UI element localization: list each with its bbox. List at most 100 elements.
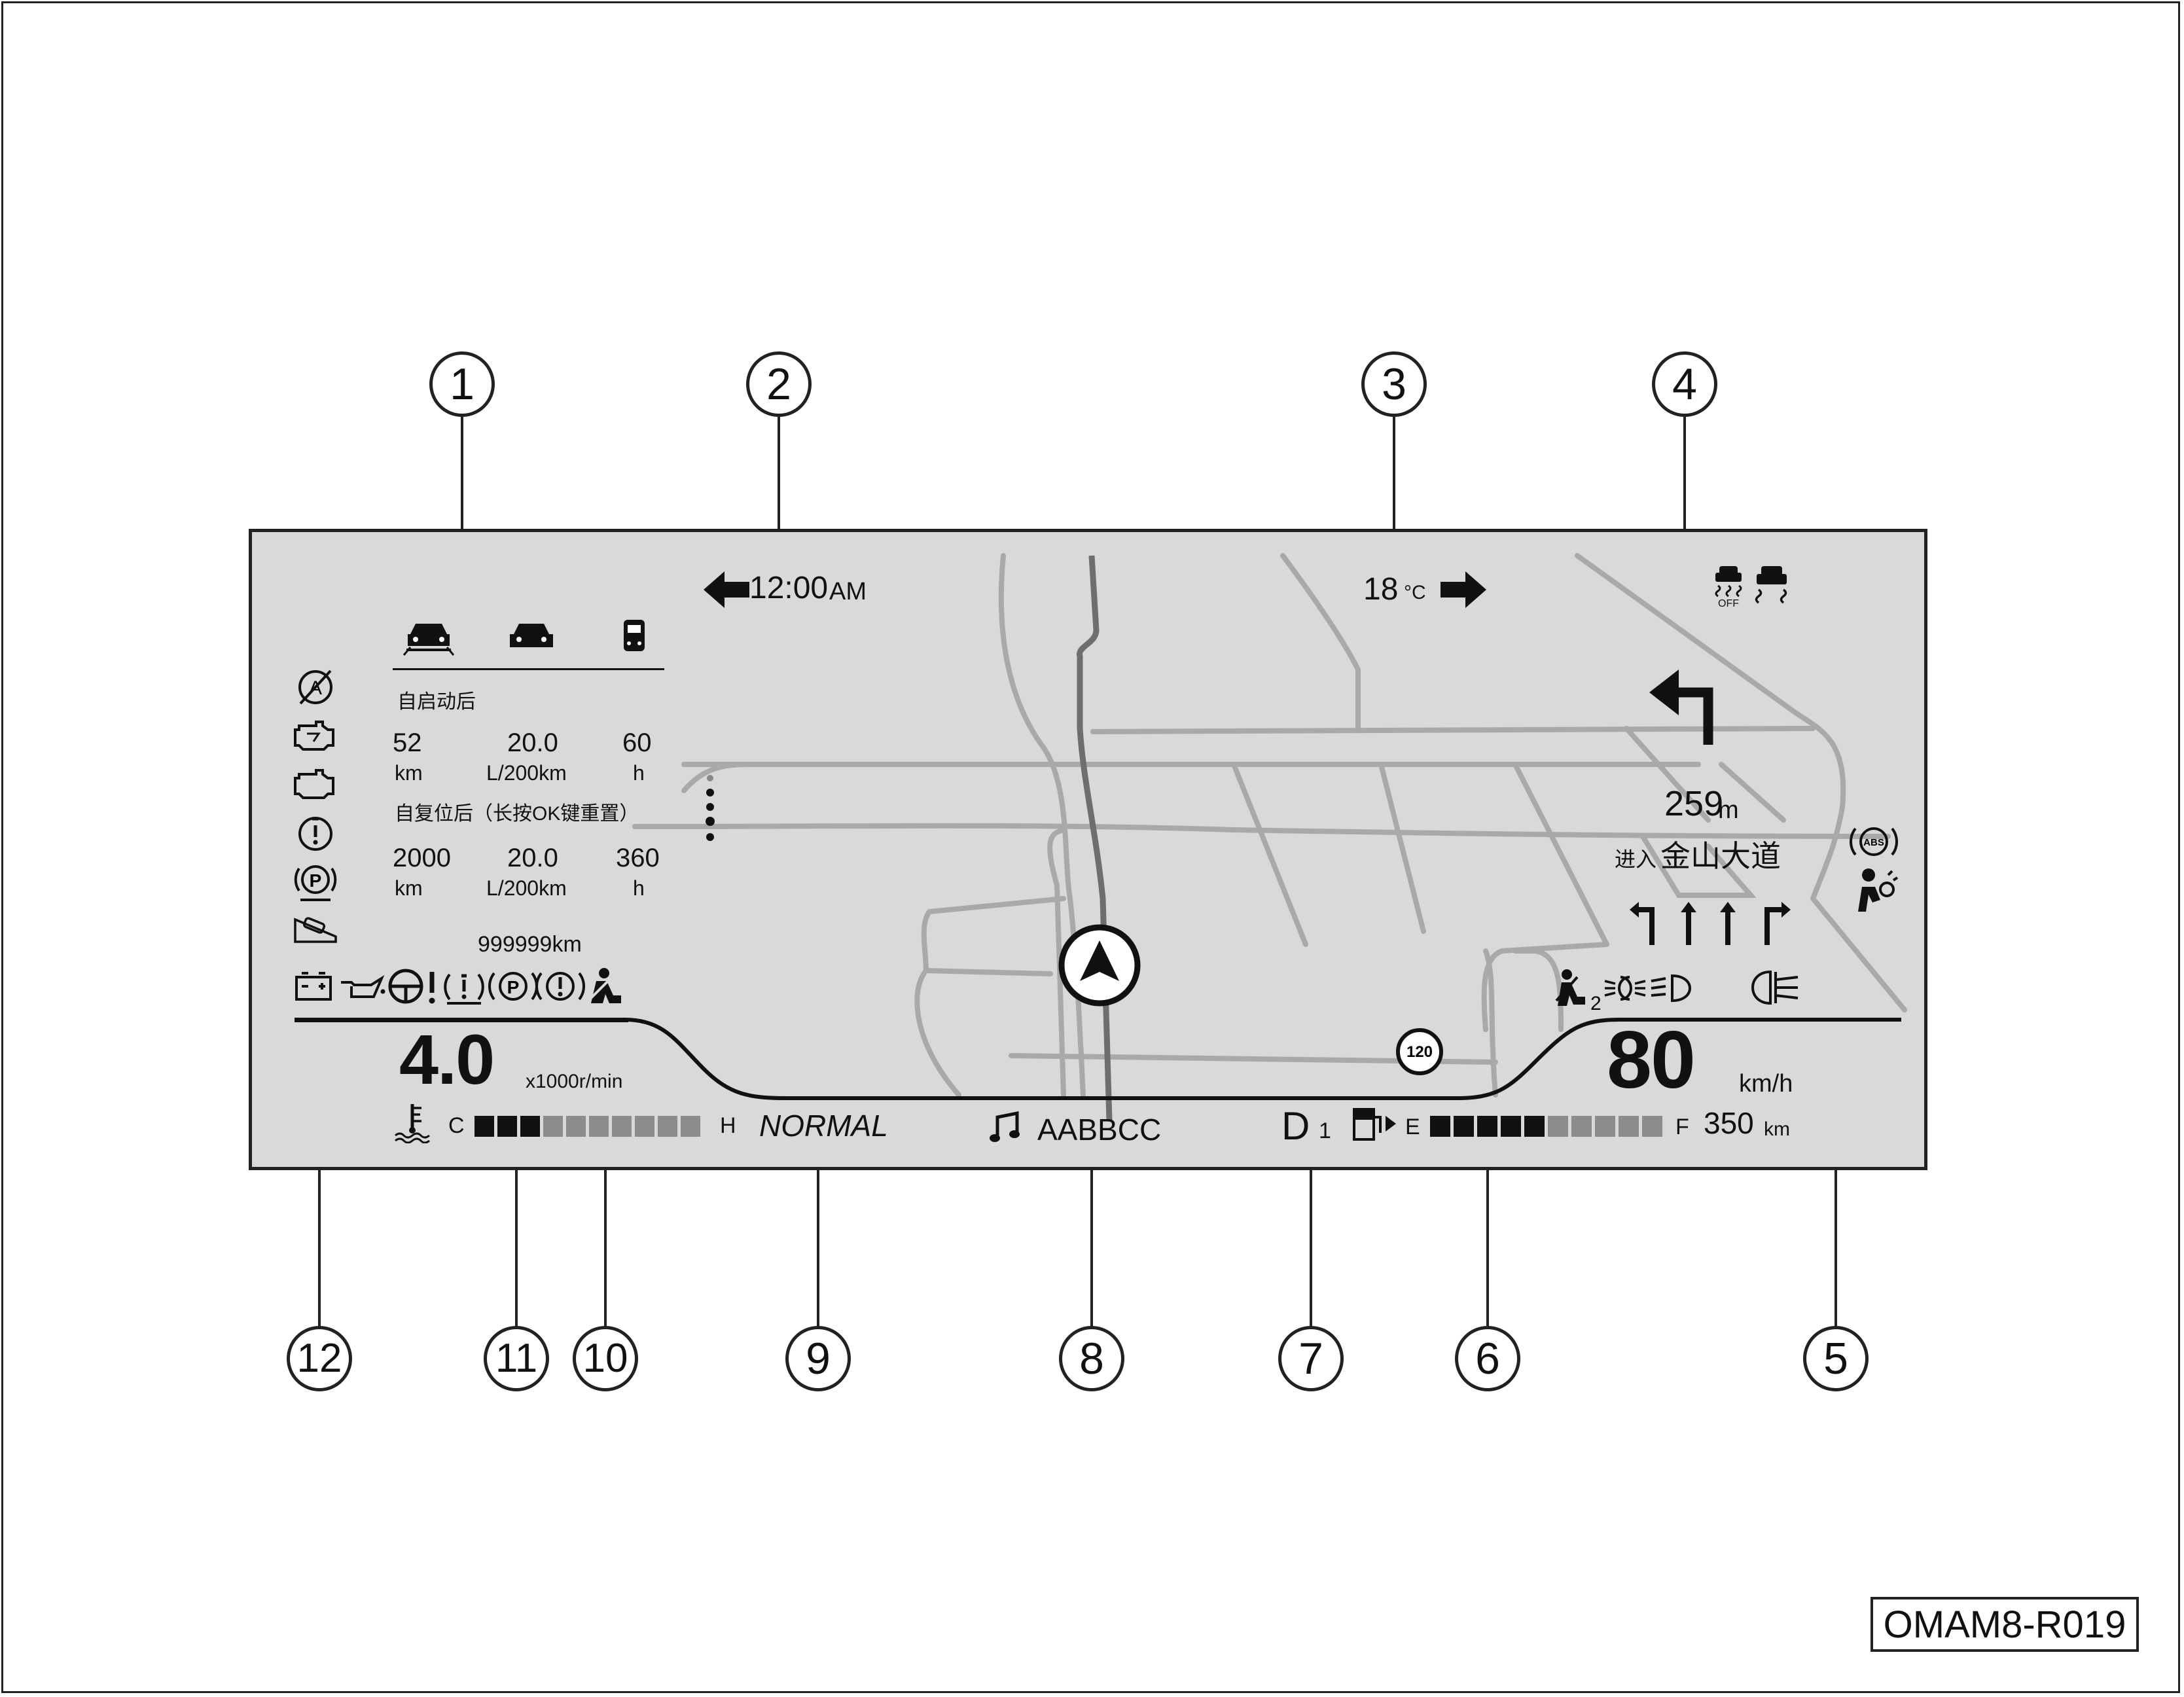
callout-10: 10 — [573, 1326, 638, 1391]
fuel-range-unit: km — [1764, 1118, 1790, 1140]
coolant-segment — [497, 1116, 517, 1137]
fuel-segment — [1454, 1116, 1474, 1137]
callout-9: 9 — [785, 1326, 851, 1391]
left-arrow-icon — [704, 571, 749, 608]
airbag-warning-icon — [1849, 866, 1899, 916]
coolant-cold-label: C — [448, 1113, 465, 1138]
trip-start-distance-unit: km — [395, 761, 423, 785]
coolant-segment — [520, 1116, 540, 1137]
hill-descent-control-icon — [293, 910, 338, 946]
fuel-segment — [1619, 1116, 1639, 1137]
brake-fault-icon — [535, 967, 586, 1006]
check-engine-icon — [290, 765, 340, 802]
brake-system-warning-icon — [440, 967, 488, 1006]
gear-letter: D — [1281, 1104, 1310, 1148]
tire-pressure-warning-icon — [293, 813, 338, 854]
trip-start-time-unit: h — [633, 761, 645, 785]
low-beam-icon — [1650, 971, 1696, 1006]
coolant-segment — [681, 1116, 700, 1137]
music-note-icon — [988, 1111, 1022, 1145]
fuel-segment — [1430, 1116, 1450, 1137]
callout-1: 1 — [429, 351, 495, 417]
coolant-segment — [589, 1116, 609, 1137]
traction-control-off-icon: OFF — [1710, 562, 1747, 611]
fuel-range-value: 350 — [1704, 1106, 1754, 1140]
fuel-segment — [1548, 1116, 1568, 1137]
trip-start-distance: 52 — [393, 728, 422, 757]
coolant-segment — [566, 1116, 586, 1137]
road-prefix: 进入 — [1615, 848, 1657, 871]
parking-brake-warning-icon: P — [488, 967, 539, 1006]
coolant-segment — [658, 1116, 677, 1137]
navigation-map — [295, 553, 1907, 1122]
rear-fog-light-icon — [1751, 967, 1799, 1009]
gear-number: 1 — [1319, 1118, 1331, 1143]
trip-reset-distance: 2000 — [393, 844, 451, 872]
drive-mode: NORMAL — [759, 1109, 888, 1143]
lane-guidance-icon — [1630, 902, 1793, 948]
battery-warning-icon — [294, 969, 333, 1002]
trip-tab-vehicle-rear-icon — [620, 617, 649, 656]
callout-3: 3 — [1361, 351, 1427, 417]
trip-reset-time-unit: h — [633, 876, 645, 900]
traction-control-icon — [1752, 562, 1791, 611]
coolant-temperature-bar — [474, 1116, 700, 1137]
fuel-segment — [1571, 1116, 1592, 1137]
speed-limit-value: 120 — [1406, 1043, 1433, 1061]
trip-tab-car-icon — [509, 621, 554, 654]
odometer: 999999km — [478, 932, 582, 957]
coolant-hot-label: H — [720, 1113, 736, 1138]
trip-reset-consumption-unit: L/200km — [486, 876, 567, 900]
fuel-pump-icon — [1352, 1107, 1399, 1143]
vehicle-speed: 80 — [1607, 1015, 1696, 1105]
engine-rpm: 4.0 — [399, 1020, 495, 1099]
turn-distance: 259 — [1664, 784, 1724, 823]
instrument-cluster-display: 12:00 AM 18 °C OFF 259 m 进入 金山大道 ABS 2 — [249, 529, 1927, 1170]
callout-12: 12 — [287, 1326, 352, 1391]
oil-pressure-warning-icon — [338, 971, 385, 1003]
speed-unit: km/h — [1739, 1070, 1793, 1098]
media-track: AABBCC — [1037, 1113, 1162, 1147]
clock-am-pm: AM — [829, 578, 867, 605]
callout-11: 11 — [484, 1326, 549, 1391]
abs-label: ABS — [1863, 837, 1884, 848]
speed-limit-sign: 120 — [1394, 1026, 1445, 1077]
left-divider-line — [295, 1018, 628, 1022]
fuel-empty-label: E — [1405, 1115, 1420, 1139]
clock-time: 12:00 — [749, 571, 829, 605]
callout-5: 5 — [1803, 1326, 1869, 1391]
callout-7: 7 — [1278, 1326, 1344, 1391]
fuel-segment — [1642, 1116, 1662, 1137]
turn-distance-unit: m — [1718, 796, 1739, 824]
outside-temperature: 18 — [1363, 572, 1399, 607]
position-lights-icon — [1603, 971, 1647, 1006]
temperature-unit: °C — [1404, 582, 1426, 603]
auto-start-stop-off-icon: A — [293, 667, 338, 707]
trip-reset-time: 360 — [616, 844, 660, 872]
svg-text:2: 2 — [1590, 993, 1602, 1011]
callout-2: 2 — [746, 351, 812, 417]
trip-start-consumption: 20.0 — [507, 728, 558, 757]
coolant-segment — [635, 1116, 654, 1137]
trip-tab-car-front-icon — [403, 617, 455, 656]
trip-start-consumption-unit: L/200km — [486, 761, 567, 785]
fuel-segment — [1524, 1116, 1545, 1137]
trip-since-start-label: 自启动后 — [397, 691, 476, 713]
vehicle-position-marker — [1058, 924, 1141, 1007]
coolant-segment — [474, 1116, 494, 1137]
coolant-segment — [543, 1116, 563, 1137]
electronic-parking-brake-icon: P — [293, 862, 338, 902]
trip-tab-divider — [393, 668, 664, 670]
figure-code: OMAM8-R019 — [1871, 1597, 2139, 1652]
fuel-segment — [1501, 1116, 1521, 1137]
turn-left-arrow-icon — [1649, 660, 1721, 745]
svg-text:P: P — [507, 977, 520, 997]
trip-since-reset-label: 自复位后（长按OK键重置） — [395, 803, 639, 825]
svg-text:P: P — [310, 870, 322, 891]
coolant-segment — [612, 1116, 632, 1137]
fuel-segment — [1477, 1116, 1497, 1137]
engine-fault-icon-1 — [290, 715, 340, 755]
rpm-unit: x1000r/min — [526, 1071, 623, 1092]
rear-seatbelt-icon: 2 — [1551, 968, 1603, 1011]
